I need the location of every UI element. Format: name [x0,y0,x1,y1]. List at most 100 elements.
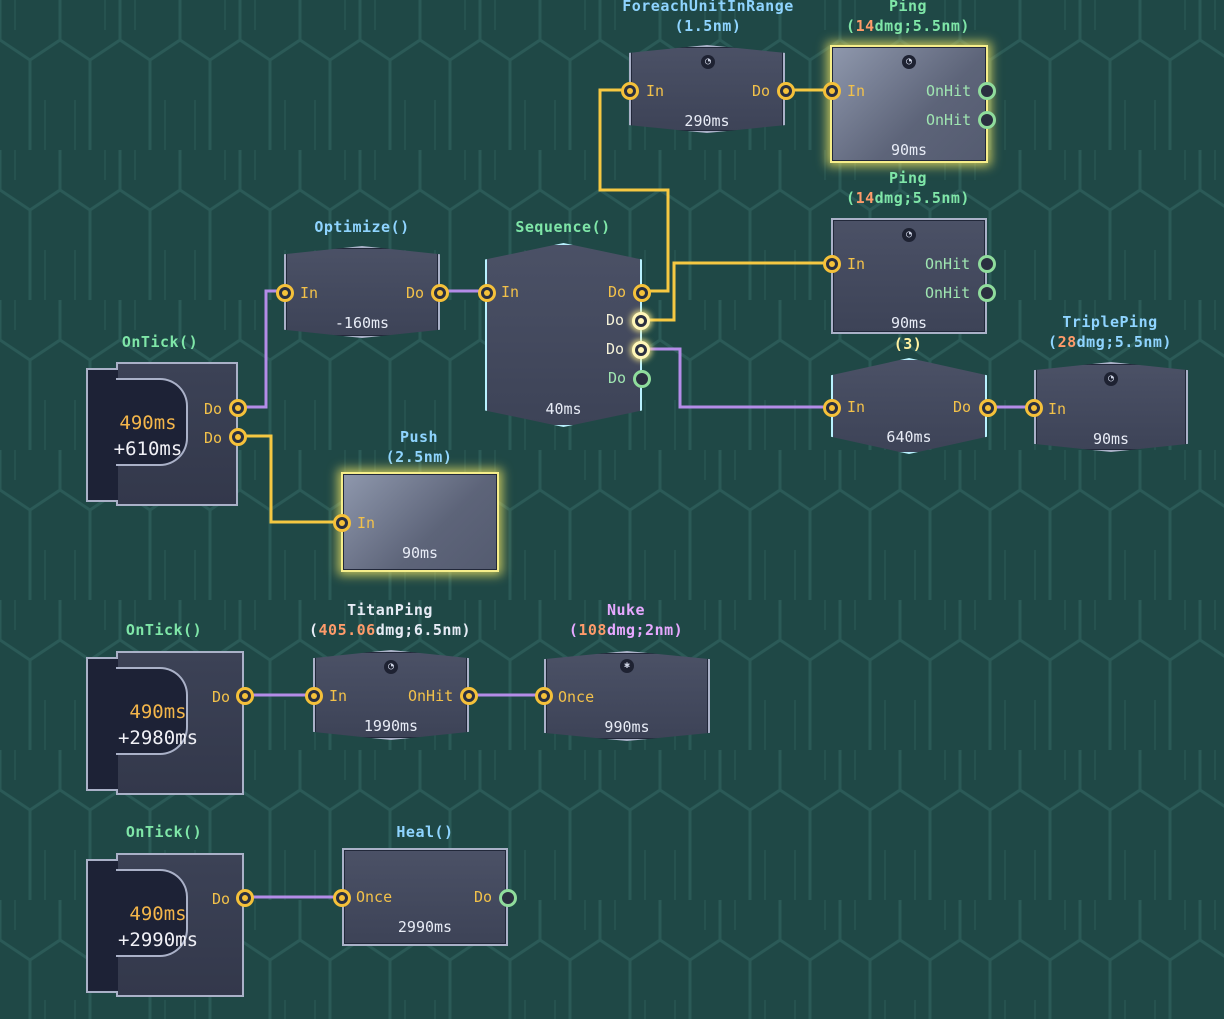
titanping-title: TitanPing (405.06dmg;6.5nm) [308,601,472,639]
sequence-time: 40ms [545,400,582,418]
tick3-do-port[interactable] [236,889,254,907]
tick1-do2-port[interactable] [229,428,247,446]
tick2-do-label: Do [212,688,231,706]
tick3-node[interactable]: 490ms +2990ms Do [86,853,244,997]
ping1-title: Ping (14dmg;5.5nm) [846,0,970,35]
ping-icon: ◔ [902,228,916,242]
sequence-do3-label: Do [606,340,625,358]
tripleping-time: 90ms [1092,430,1130,448]
foreach-in-port[interactable] [621,82,639,100]
repeat-node[interactable]: In Do 640ms [831,358,987,454]
sequence-do3-port[interactable] [632,341,650,359]
nuke-node[interactable]: ✱ Once 990ms [544,651,710,741]
heal-title: Heal() [396,823,454,841]
foreach-title: ForeachUnitInRange (1.5nm) [622,0,794,35]
ping1-onhit2-port[interactable] [978,111,996,129]
heal-do-port[interactable] [499,889,517,907]
optimize-node[interactable]: In Do -160ms [284,246,440,338]
tick1-title: OnTick() [121,333,199,351]
push-title: Push (2.5nm) [385,428,453,466]
heal-time: 2990ms [397,918,453,936]
tick3-offset: +2990ms [117,929,199,951]
ping2-onhit2-port[interactable] [978,284,996,302]
ping1-node[interactable]: ◔ In OnHit OnHit 90ms [830,45,988,163]
ping-icon: ◔ [384,660,398,674]
tick1-do2-label: Do [204,429,223,447]
ping2-time: 90ms [890,314,928,332]
ping1-time: 90ms [890,141,928,159]
ping2-in-label: In [847,255,866,273]
foreach-do-port[interactable] [777,82,795,100]
titanping-onhit-port[interactable] [460,687,478,705]
sequence-in-label: In [501,283,520,301]
sequence-do4-port[interactable] [633,370,651,388]
repeat-do-label: Do [953,398,972,416]
sequence-do1-label: Do [608,283,627,301]
ping2-onhit1-port[interactable] [978,255,996,273]
push-in-label: In [357,514,376,532]
repeat-do-port[interactable] [979,399,997,417]
repeat-in-label: In [847,398,866,416]
tripleping-title: TriplePing (28dmg;5.5nm) [1048,313,1172,351]
heal-once-port[interactable] [333,889,351,907]
ping2-onhit2-label: OnHit [925,284,971,302]
nuke-once-label: Once [558,688,595,706]
ping2-title: Ping (14dmg;5.5nm) [846,169,970,207]
ping2-in-port[interactable] [823,255,841,273]
tick3-time: 490ms [129,903,187,925]
unit-range-icon: ◔ [701,55,715,69]
nuke-icon: ✱ [620,659,634,673]
repeat-title: (3) [893,335,923,353]
tripleping-in-port[interactable] [1025,399,1043,417]
sequence-do1-port[interactable] [633,284,651,302]
repeat-time: 640ms [886,428,932,446]
foreach-time: 290ms [684,112,730,130]
tick3-title: OnTick() [125,823,203,841]
heal-once-label: Once [356,888,393,906]
sequence-do4-label: Do [608,369,627,387]
ping1-onhit2-label: OnHit [926,111,972,129]
titanping-in-port[interactable] [305,687,323,705]
tick1-time: 490ms [119,412,177,434]
optimize-do-label: Do [406,284,425,302]
nuke-once-port[interactable] [535,687,553,705]
sequence-in-port[interactable] [478,284,496,302]
sequence-title: Sequence() [515,218,611,236]
tick2-node[interactable]: 490ms +2980ms Do [86,651,244,795]
sequence-node[interactable]: In Do Do Do Do 40ms [485,243,642,427]
foreach-node[interactable]: ◔ In Do 290ms [629,45,785,133]
tick1-do1-label: Do [204,400,223,418]
heal-node[interactable]: Once Do 2990ms [342,848,508,946]
ping2-node[interactable]: ◔ In OnHit OnHit 90ms [831,218,987,334]
tick1-do1-port[interactable] [229,399,247,417]
nuke-time: 990ms [604,718,650,736]
ping-icon: ◔ [1104,372,1118,386]
tick3-do-label: Do [212,890,231,908]
optimize-do-port[interactable] [431,284,449,302]
titanping-node[interactable]: ◔ In OnHit 1990ms [313,650,469,740]
tick1-offset: +610ms [113,438,183,460]
push-node[interactable]: In 90ms [341,472,499,572]
heal-do-label: Do [474,888,493,906]
tripleping-node[interactable]: ◔ In 90ms [1034,362,1188,452]
ping1-in-port[interactable] [823,82,841,100]
optimize-time: -160ms [334,314,390,332]
foreach-do-label: Do [752,82,771,100]
foreach-in-label: In [646,82,665,100]
tick1-node[interactable]: 490ms +610ms Do Do [86,362,238,506]
titanping-time: 1990ms [363,717,419,735]
ping1-in-label: In [847,82,866,100]
tick2-do-port[interactable] [236,687,254,705]
ping2-onhit1-label: OnHit [925,255,971,273]
push-time: 90ms [401,544,439,562]
push-in-port[interactable] [333,514,351,532]
sequence-do2-port[interactable] [632,312,650,330]
tick2-time: 490ms [129,701,187,723]
optimize-in-port[interactable] [276,284,294,302]
ping1-onhit1-port[interactable] [978,82,996,100]
repeat-in-port[interactable] [823,399,841,417]
ping-icon: ◔ [902,55,916,69]
ping1-onhit1-label: OnHit [926,82,972,100]
nuke-title: Nuke (108dmg;2nm) [568,601,684,639]
titanping-in-label: In [329,687,348,705]
